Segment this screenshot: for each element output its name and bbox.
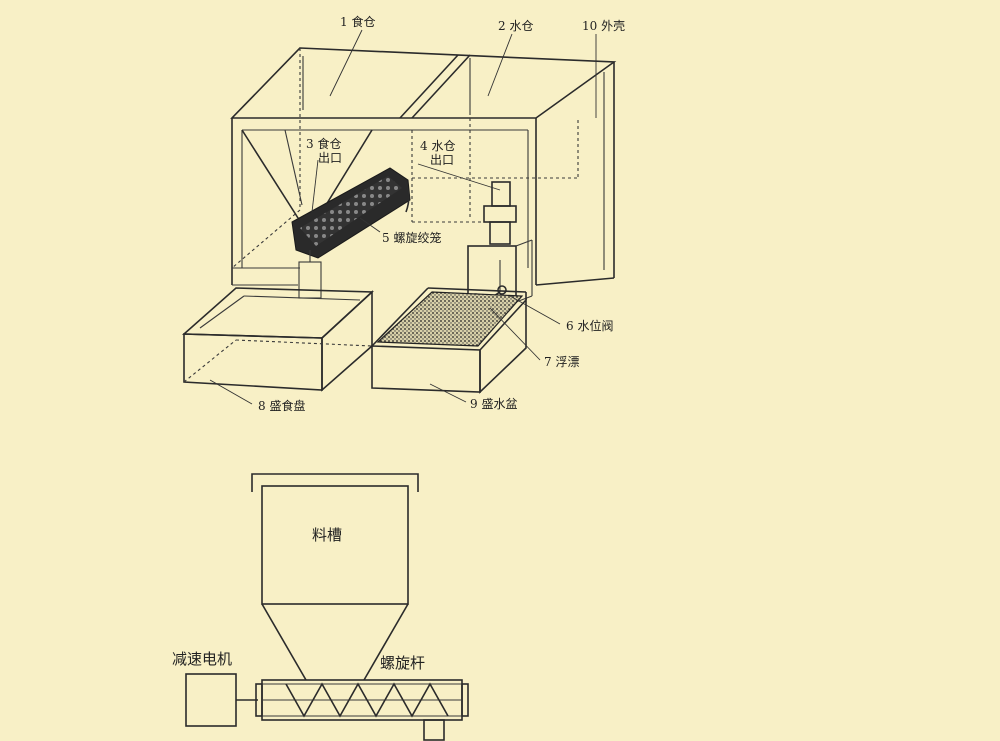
label-food-tray: 8 盛食盘: [258, 398, 305, 413]
screw-conveyor: 螺旋杆: [236, 654, 469, 741]
label-auger-cage: 5 螺旋绞笼: [382, 230, 441, 245]
label-shell: 10 外壳: [582, 19, 625, 33]
label-food-bin: 1 食仓: [340, 14, 375, 29]
label-float: 7 浮漂: [544, 355, 579, 369]
label-screw: 螺旋杆: [380, 654, 425, 672]
label-water-bin: 2 水仓: [498, 19, 533, 33]
water-tray: [371, 287, 527, 394]
gear-motor: 减速电机: [172, 650, 237, 727]
label-motor: 减速电机: [172, 650, 232, 668]
outer-shell: [230, 47, 617, 286]
label-water-tray: 9 盛水盆: [470, 396, 517, 411]
label-water-outlet-a: 4 水仓: [420, 139, 455, 153]
label-water-outlet-b: 出口: [430, 153, 454, 167]
label-water-valve: 6 水位阀: [566, 318, 613, 333]
food-tray: [181, 287, 374, 392]
hopper: 料槽: [251, 473, 419, 681]
label-food-outlet-b: 出口: [318, 151, 342, 165]
leader-lines: [209, 29, 597, 405]
label-hopper: 料槽: [312, 526, 342, 544]
label-food-outlet-a: 3 食仓: [306, 136, 341, 151]
callout-labels: 1 食仓 2 水仓 10 外壳 3 食仓 出口 4 水仓 出口 5 螺旋绞笼 6…: [258, 14, 625, 413]
